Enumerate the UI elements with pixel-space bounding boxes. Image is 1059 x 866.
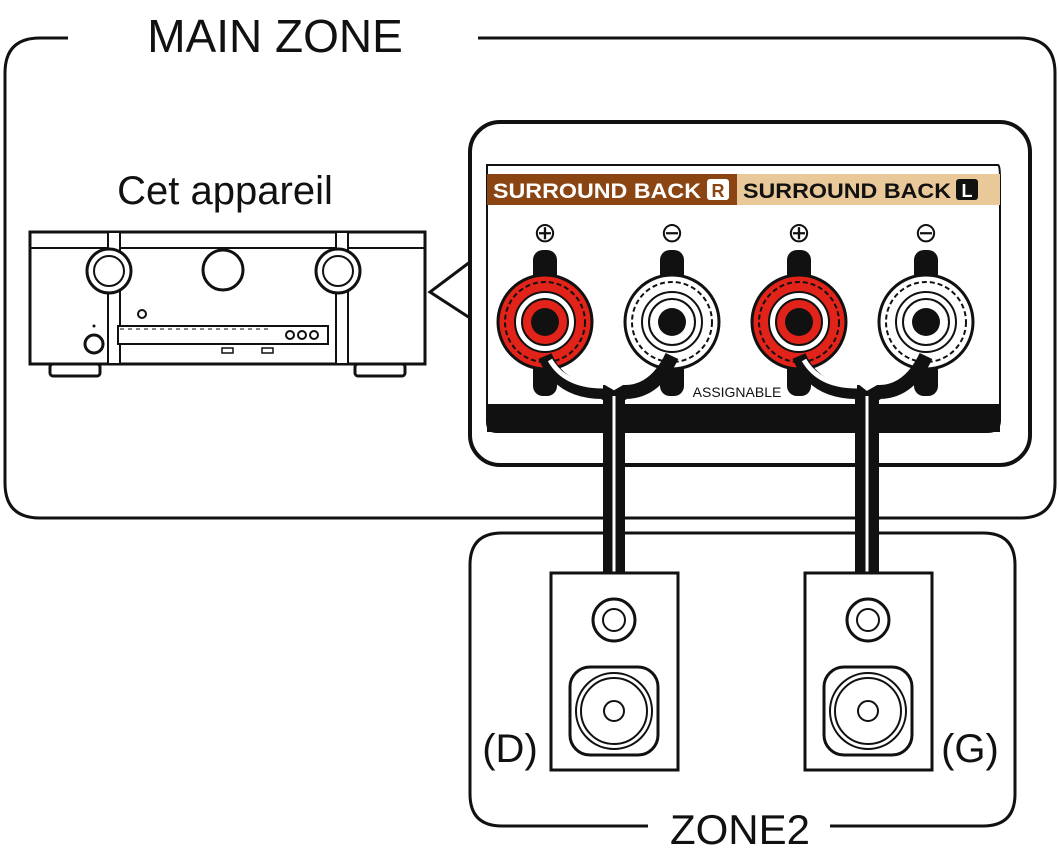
terminal-l-plus [750,273,848,371]
speaker-cable-d [538,352,679,575]
knob-center [201,248,245,292]
speaker-g [803,571,934,772]
terminal-r-minus [623,273,721,371]
callout-pointer [427,260,471,320]
polarity-minus-r: ⊖ [660,217,683,248]
knob-right [314,247,362,295]
assignable-label: ASSIGNABLE [693,384,782,400]
channel-label-bg-r [487,174,737,205]
speaker-cable-g [792,352,933,575]
speaker-d [549,571,680,772]
speaker-label-d: (D) [482,727,538,771]
polarity-plus-r: ⊕ [533,217,556,248]
knob-left [85,247,133,295]
speaker-label-g: (G) [941,727,999,771]
terminal-panel [468,120,1032,467]
polarity-minus-l: ⊖ [914,217,937,248]
channel-label-l: SURROUND BACK [743,180,951,203]
receiver-device [28,230,427,378]
channel-label-r: SURROUND BACK [493,180,701,203]
side-badge-r: R [712,181,725,201]
terminal-r-plus [496,273,594,371]
main-zone-frame [3,36,1057,520]
polarity-plus-l: ⊕ [787,217,810,248]
headphone-jack [83,333,105,355]
zone2-title: ZONE2 [670,806,810,853]
side-badge-l: L [962,181,973,201]
main-zone-title: MAIN ZONE [147,10,403,62]
zone2-frame [468,531,1017,828]
front-panel-door [117,325,329,345]
device-label: Cet appareil [117,169,333,213]
terminal-l-minus [877,273,975,371]
